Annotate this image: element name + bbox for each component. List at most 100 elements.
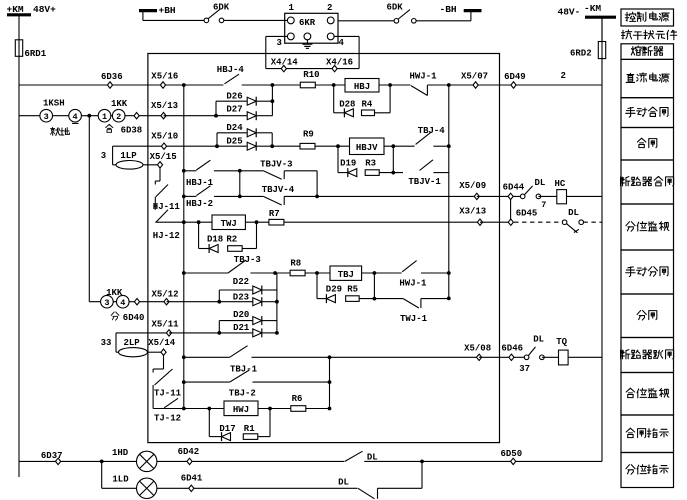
svg-text:6D46: 6D46: [501, 343, 523, 353]
svg-text:D17: D17: [219, 424, 235, 434]
svg-text:6D42: 6D42: [178, 447, 200, 457]
svg-text:1KSH: 1KSH: [43, 98, 65, 108]
svg-text:R5: R5: [347, 284, 358, 294]
svg-text:R9: R9: [303, 129, 314, 139]
svg-text:D26: D26: [226, 91, 242, 101]
svg-text:6D44: 6D44: [503, 182, 525, 192]
svg-text:1HD: 1HD: [112, 448, 129, 458]
svg-text:DL: DL: [535, 178, 546, 188]
svg-text:DL: DL: [367, 452, 378, 462]
svg-text:TJ-11: TJ-11: [154, 388, 182, 398]
svg-text:HBJ-1: HBJ-1: [186, 178, 214, 188]
svg-text:48V+: 48V+: [33, 4, 56, 15]
svg-text:D23: D23: [233, 292, 249, 302]
svg-text:1LD: 1LD: [112, 474, 129, 484]
svg-text:HWJ-1: HWJ-1: [399, 279, 427, 289]
svg-text:R4: R4: [362, 99, 373, 109]
svg-text:D20: D20: [233, 310, 249, 320]
svg-text:D28: D28: [339, 99, 355, 109]
svg-text:6D38: 6D38: [121, 125, 143, 135]
svg-text:+BH: +BH: [159, 5, 176, 16]
svg-text:1: 1: [102, 112, 107, 122]
svg-text:HWJ: HWJ: [233, 405, 249, 415]
svg-text:TWJ: TWJ: [221, 219, 237, 229]
svg-text:4: 4: [120, 298, 125, 308]
svg-text:3: 3: [277, 38, 282, 48]
svg-text:HJ-11: HJ-11: [153, 202, 181, 212]
svg-text:6RD2: 6RD2: [570, 49, 592, 59]
svg-text:1KK: 1KK: [111, 99, 128, 109]
svg-text:3: 3: [104, 298, 109, 308]
svg-text:6KR: 6KR: [299, 18, 316, 28]
svg-text:X5/14: X5/14: [148, 338, 176, 348]
svg-text:6RD1: 6RD1: [25, 49, 47, 59]
svg-text:6D41: 6D41: [181, 474, 203, 484]
svg-text:6D45: 6D45: [516, 208, 538, 218]
svg-text:TBJV-1: TBJV-1: [408, 177, 441, 187]
svg-text:37: 37: [519, 364, 530, 374]
svg-text:R8: R8: [290, 258, 301, 268]
svg-text:33: 33: [101, 338, 112, 348]
svg-text:HBJ-2: HBJ-2: [186, 199, 213, 209]
svg-text:TBJV-4: TBJV-4: [262, 185, 295, 195]
svg-text:D25: D25: [226, 136, 242, 146]
svg-text:D27: D27: [226, 104, 242, 114]
svg-text:X5/09: X5/09: [459, 181, 486, 191]
svg-text:HBJ: HBJ: [354, 82, 370, 92]
svg-text:TBJ-4: TBJ-4: [418, 126, 446, 136]
svg-text:X5/13: X5/13: [151, 101, 178, 111]
svg-text:1LP: 1LP: [120, 151, 137, 161]
svg-text:2: 2: [116, 112, 121, 122]
svg-text:6D36: 6D36: [101, 72, 123, 82]
svg-text:-BH: -BH: [440, 4, 457, 15]
svg-text:R3: R3: [365, 158, 376, 168]
svg-text:D22: D22: [233, 277, 249, 287]
svg-text:1: 1: [289, 3, 295, 13]
svg-text:X4/14: X4/14: [271, 57, 299, 67]
svg-text:3: 3: [101, 151, 106, 161]
svg-text:D24: D24: [226, 123, 243, 133]
svg-text:HBJV: HBJV: [356, 143, 378, 153]
svg-text:4: 4: [73, 112, 78, 122]
svg-text:TBJ: TBJ: [338, 270, 354, 280]
svg-text:X4/16: X4/16: [326, 57, 353, 67]
svg-text:TBJ-3: TBJ-3: [234, 255, 261, 265]
svg-text:2: 2: [561, 71, 566, 81]
svg-text:X5/16: X5/16: [151, 72, 178, 82]
svg-text:X3/13: X3/13: [459, 206, 486, 216]
svg-text:6DK: 6DK: [213, 3, 230, 13]
svg-text:-KM: -KM: [584, 3, 601, 14]
svg-text:6D40: 6D40: [123, 313, 145, 323]
svg-text:+KM: +KM: [7, 4, 24, 15]
svg-text:DL: DL: [338, 477, 349, 487]
svg-text:DL: DL: [568, 208, 579, 218]
svg-text:7: 7: [541, 200, 546, 210]
svg-text:DL: DL: [533, 335, 544, 345]
svg-text:D29: D29: [326, 284, 342, 294]
svg-text:HBJ-4: HBJ-4: [217, 65, 245, 75]
svg-text:D21: D21: [233, 323, 250, 333]
svg-text:4: 4: [339, 38, 345, 48]
svg-text:TWJ-1: TWJ-1: [400, 314, 428, 324]
svg-text:X5/10: X5/10: [151, 132, 178, 142]
svg-text:R1: R1: [244, 424, 255, 434]
svg-text:X5/11: X5/11: [152, 319, 180, 329]
svg-text:X5/12: X5/12: [152, 289, 179, 299]
svg-text:6D50: 6D50: [501, 449, 523, 459]
svg-text:48V-: 48V-: [558, 7, 581, 18]
svg-text:R2: R2: [226, 234, 237, 244]
svg-text:2LP: 2LP: [124, 338, 141, 348]
svg-text:1KK: 1KK: [106, 288, 123, 298]
svg-text:6DK: 6DK: [387, 3, 404, 13]
svg-text:TJ-12: TJ-12: [154, 414, 181, 424]
svg-text:R6: R6: [292, 394, 303, 404]
svg-text:R10: R10: [303, 70, 319, 80]
svg-text:TBJ-1: TBJ-1: [230, 365, 258, 375]
svg-text:HC: HC: [555, 179, 566, 189]
svg-text:6D37: 6D37: [41, 451, 63, 461]
svg-text:3: 3: [44, 112, 49, 122]
svg-text:TBJV-3: TBJV-3: [260, 159, 292, 169]
svg-text:D18: D18: [207, 234, 223, 244]
svg-text:HJ-12: HJ-12: [153, 231, 180, 241]
svg-text:2: 2: [327, 3, 332, 13]
